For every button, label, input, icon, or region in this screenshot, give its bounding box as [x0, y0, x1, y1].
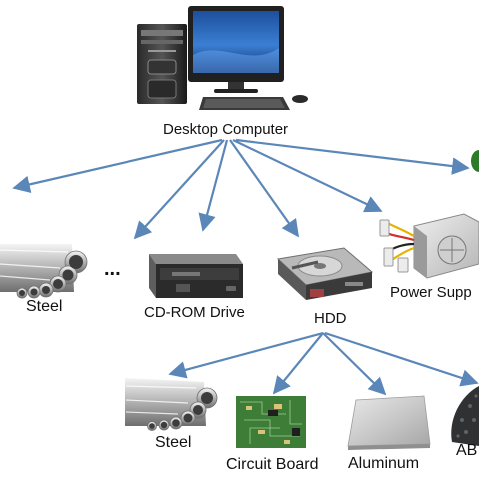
plastic-pellets-icon: [451, 386, 479, 446]
arrow-hdd-to-circuit-board: [272, 332, 324, 395]
material-label-circuit-board: Circuit Board: [226, 456, 319, 473]
arrow-root-to-dots: [133, 139, 225, 240]
arrow-root-to-cdrom: [198, 139, 229, 232]
component-label-steel: Steel: [26, 298, 63, 315]
ellipsis-label: ...: [104, 258, 121, 280]
component-label-hdd: HDD: [314, 310, 347, 327]
material-label-aluminum: Aluminum: [348, 455, 420, 472]
arrow-root-to-steel: [12, 138, 223, 194]
desktop-computer-icon: [137, 6, 308, 110]
component-label-power-supply: Power Supp: [390, 284, 472, 301]
arrow-hdd-to-steel: [168, 331, 324, 379]
arrow-hdd-to-aluminum: [322, 332, 387, 396]
material-label-steel: Steel: [155, 434, 192, 451]
aluminum-sheet-icon: [347, 395, 431, 450]
arrow-root-to-hdd: [229, 139, 300, 238]
root-arrows: [12, 138, 470, 240]
power-supply-icon: [379, 213, 479, 279]
steel-pipes-icon: [125, 378, 218, 431]
offscreen-green-object: [471, 150, 479, 172]
steel-pipes-icon: [0, 244, 88, 299]
root-label: Desktop Computer: [163, 121, 289, 138]
component-label-cdrom: CD-ROM Drive: [144, 304, 245, 321]
optical-drive-icon: [149, 254, 243, 298]
material-label-abs: AB: [456, 442, 478, 459]
arrow-hdd-to-abs: [324, 331, 479, 387]
circuit-board-icon: [236, 396, 306, 448]
hard-disk-drive-icon: [276, 247, 374, 300]
arrow-root-to-power-supply: [232, 139, 383, 213]
hdd-arrows: [168, 331, 479, 396]
arrow-root-to-offscreen: [235, 138, 470, 175]
